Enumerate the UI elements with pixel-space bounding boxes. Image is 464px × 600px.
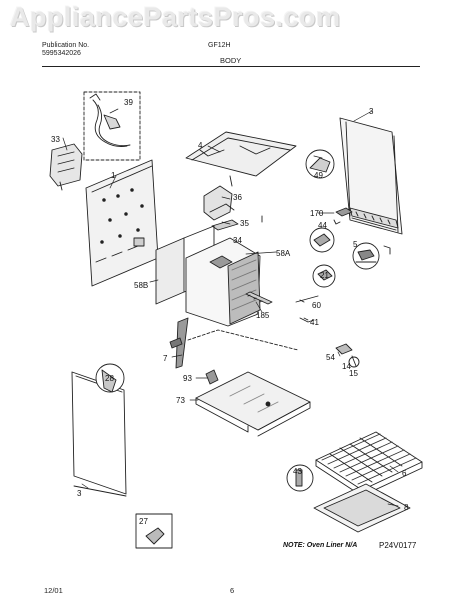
label-side-panel: 1	[111, 171, 116, 180]
model-number: GF12H	[208, 42, 231, 49]
diagram-code: P24V0177	[379, 541, 417, 550]
label-side-lower: 3	[77, 489, 82, 498]
label-185: 185	[256, 311, 270, 320]
small-hardware-parts	[245, 207, 391, 323]
terminal-block-part	[49, 143, 83, 191]
label-back-panel: 3	[369, 107, 374, 116]
label-27: 27	[139, 517, 148, 526]
label-top-panel: 4	[198, 141, 203, 150]
rack-support-part	[286, 464, 314, 492]
footer-date: 12/01	[44, 586, 63, 595]
leveling-leg-part	[335, 343, 360, 368]
part-labels: 3 39 33 1 4 49 36 35 170 44 5 34 58A 21 …	[51, 98, 409, 526]
label-43: 43	[293, 467, 302, 476]
front-frame-part	[155, 225, 261, 327]
vent-duct-part	[203, 185, 239, 231]
leader-lines	[62, 108, 399, 507]
oven-liner-note: NOTE: Oven Liner N/A	[283, 542, 358, 549]
publication-number: 5995342026	[42, 50, 81, 57]
label-54: 54	[326, 353, 335, 362]
side-panel-lower-part	[71, 371, 127, 497]
label-hinge: 7	[163, 354, 168, 363]
bottom-panel-part	[195, 369, 311, 437]
watermark-logo: AppliancePartsPros.com	[10, 2, 341, 32]
label-170: 170	[310, 209, 324, 218]
header-rule	[42, 66, 420, 67]
section-title: BODY	[220, 56, 242, 65]
label-terminal-block: 33	[51, 135, 60, 144]
label-21: 21	[320, 271, 329, 280]
publication-label: Publication No.	[42, 42, 90, 49]
side-panel-part	[85, 159, 159, 287]
label-14: 14	[342, 362, 351, 371]
label-58a: 58A	[276, 249, 291, 258]
bracket-28-part	[95, 363, 125, 393]
label-73: 73	[176, 396, 185, 405]
top-panel-part	[185, 131, 297, 187]
label-28: 28	[105, 374, 114, 383]
label-60: 60	[312, 301, 321, 310]
label-5: 5	[353, 240, 358, 249]
label-34: 34	[233, 236, 242, 245]
label-vent-35: 35	[240, 219, 249, 228]
page-number: 6	[230, 586, 235, 595]
back-panel-part	[339, 117, 403, 235]
label-broil-pan: 8	[404, 503, 409, 512]
label-vent-36: 36	[233, 193, 242, 202]
label-58b: 58B	[134, 281, 148, 290]
label-power-cord: 39	[124, 98, 133, 107]
broil-pan-part	[313, 483, 411, 533]
bracket-27-part	[135, 513, 173, 549]
door-hinge-part	[169, 317, 299, 369]
label-41: 41	[310, 318, 319, 327]
label-44: 44	[318, 221, 327, 230]
label-rack: 6	[402, 469, 407, 478]
power-cord-part	[83, 91, 141, 161]
label-bracket-49: 49	[314, 171, 323, 180]
label-15: 15	[349, 369, 358, 378]
label-93: 93	[183, 374, 192, 383]
bracket-49-part	[305, 149, 335, 179]
